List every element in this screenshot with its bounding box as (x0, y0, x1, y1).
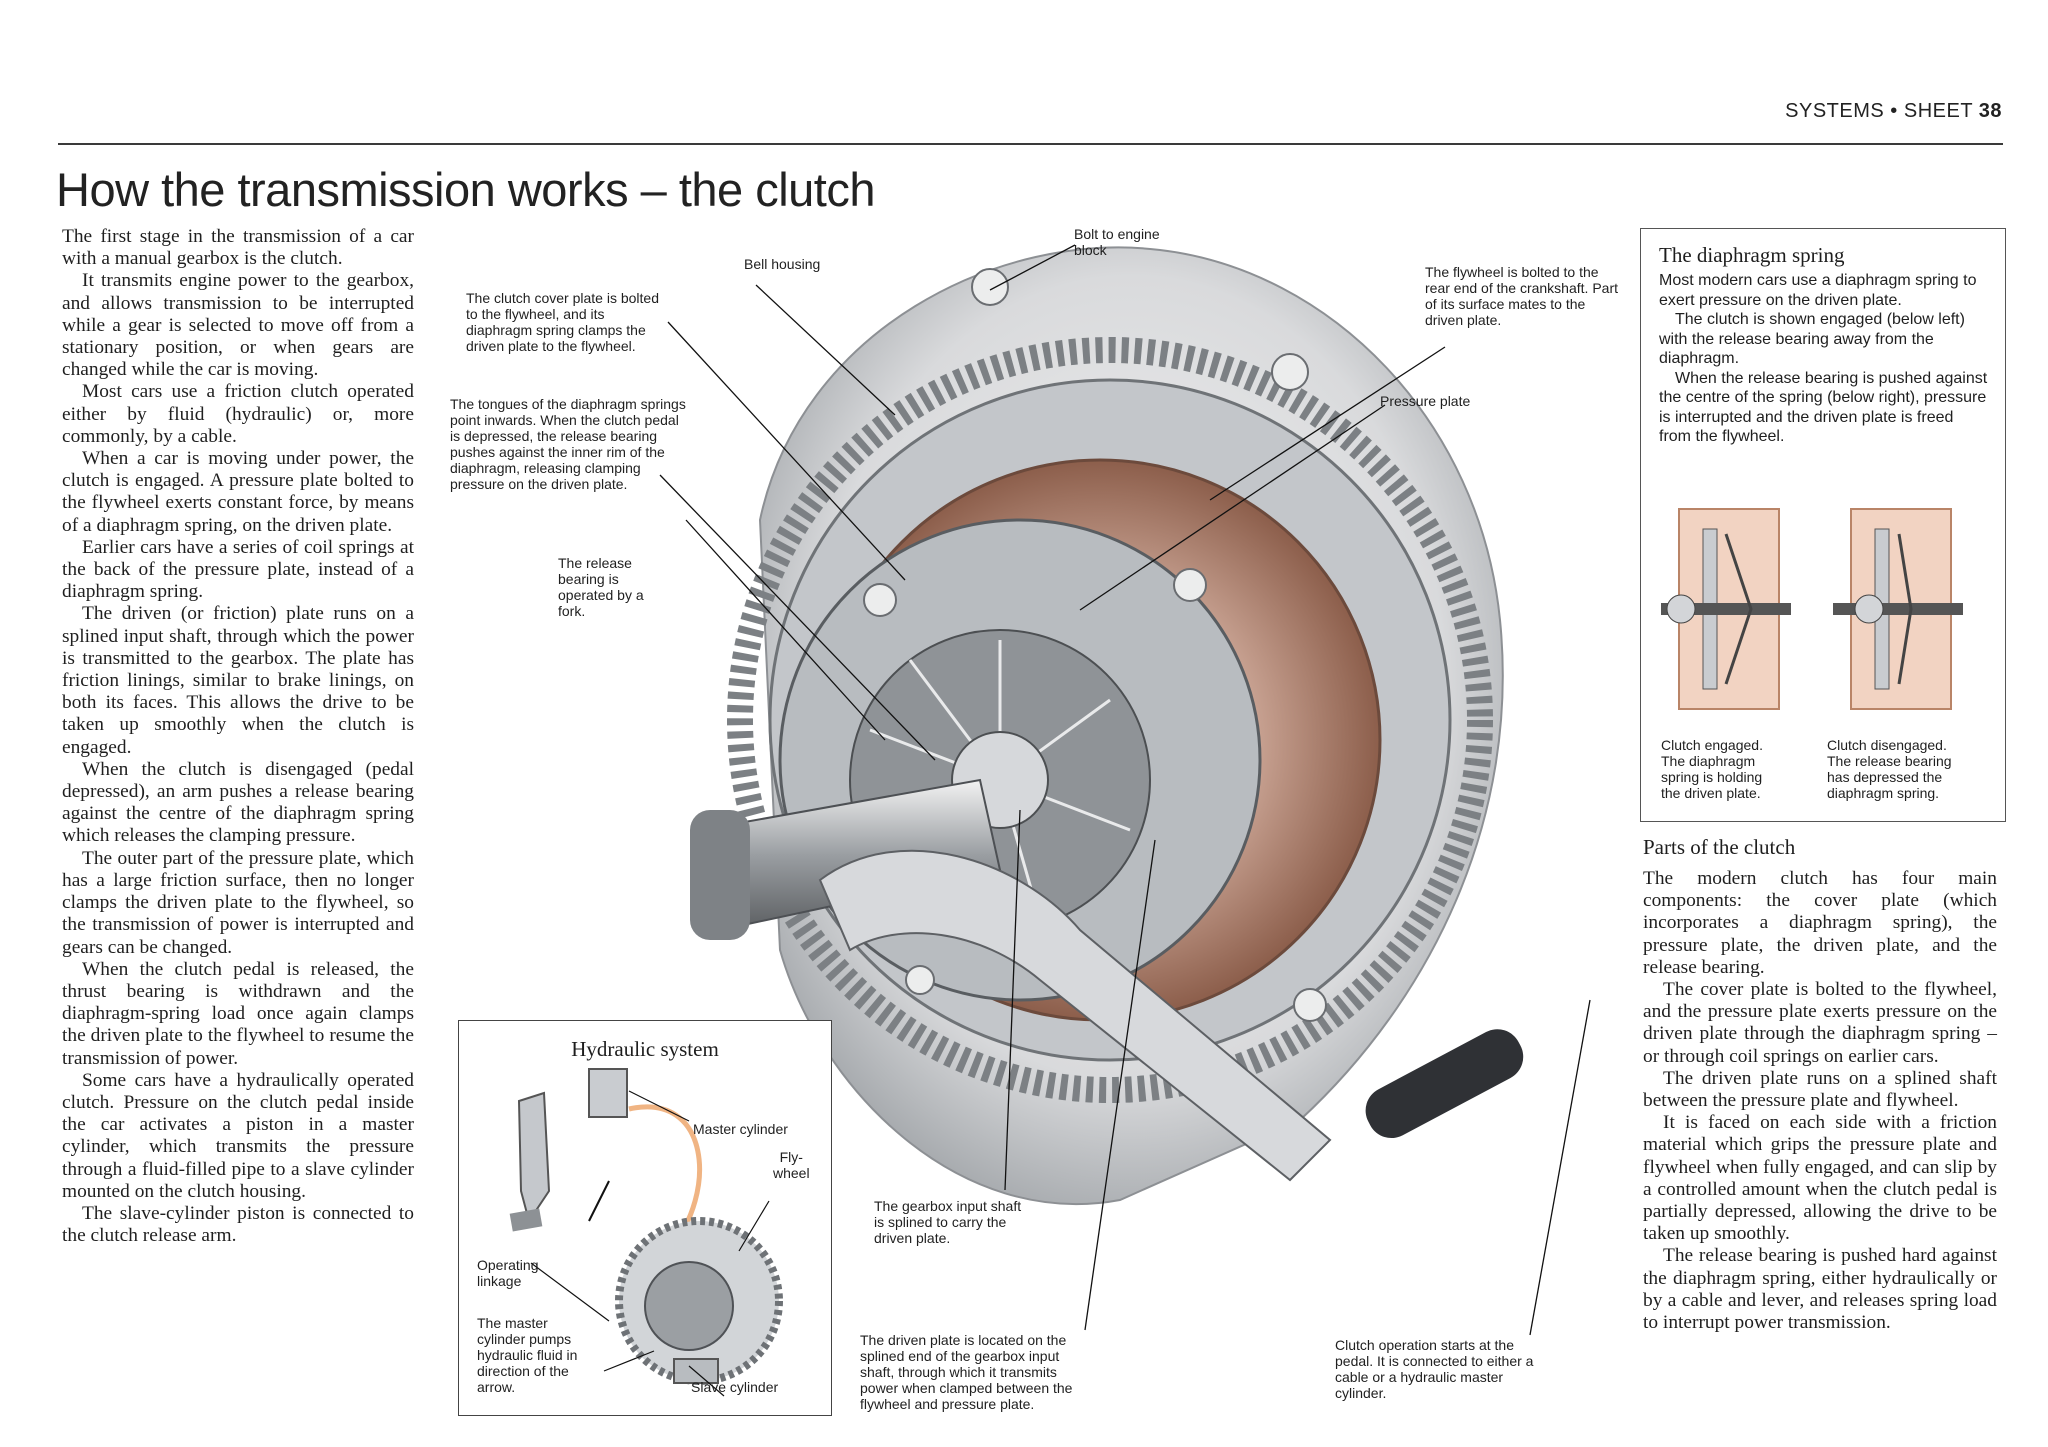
callout-bolt: Bolt to engine block (1074, 226, 1160, 258)
engaged-caption: Clutch engaged. The diaphragm spring is … (1661, 737, 1763, 801)
slave-cylinder-label: Slave cylinder (691, 1379, 779, 1395)
callout-tongues: The tongues of the diaphragm springs poi… (450, 396, 686, 492)
sheet-label: SHEET (1903, 100, 1973, 122)
callout-cover-plate: The clutch cover plate is bolted to the … (466, 290, 659, 354)
hydraulic-system-inset: Hydraulic system Master cylinder Fly- wh… (458, 1020, 832, 1416)
parts-paragraph: The cover plate is bolted to the flywhee… (1643, 979, 1997, 1067)
parts-title: Parts of the clutch (1643, 835, 1796, 859)
housing-bolt (971, 268, 1009, 306)
intro-paragraph: It transmits engine power to the gearbox… (62, 270, 414, 381)
flywheel-ring-gear (727, 337, 1493, 1103)
parts-paragraph: It is faced on each side with a friction… (1643, 1112, 1997, 1245)
engaged-diagram (1661, 508, 1791, 710)
parts-column: The modern clutch has four main componen… (1643, 868, 1997, 1334)
hydraulic-master-cylinder-label: Master cylinder (693, 1121, 788, 1137)
intro-paragraph: The driven (or friction) plate runs on a… (62, 603, 414, 758)
master-pumps-label: The master cylinder pumps hydraulic flui… (477, 1315, 578, 1395)
intro-paragraph: Earlier cars have a series of coil sprin… (62, 536, 414, 603)
diaphragm-spring-box: The diaphragm spring Most modern cars us… (1640, 228, 2006, 822)
diaphragm-paragraph: Most modern cars use a diaphragm spring … (1659, 272, 1977, 309)
intro-paragraph: The slave-cylinder piston is connected t… (62, 1202, 414, 1247)
intro-paragraph: When the clutch is disengaged (pedal dep… (62, 758, 414, 847)
intro-paragraph: The outer part of the pressure plate, wh… (62, 847, 414, 958)
intro-paragraph: When the clutch pedal is released, the t… (62, 958, 414, 1069)
return-spring (1365, 1029, 1524, 1139)
operating-linkage-label: Operating linkage (477, 1257, 539, 1289)
diaphragm-text: Most modern cars use a diaphragm spring … (1659, 271, 1989, 447)
header-rule (58, 143, 2003, 145)
diaphragm-paragraph: The clutch is shown engaged (below left)… (1659, 311, 1965, 367)
hydraulic-diagram (509, 1068, 783, 1397)
intro-paragraph: The first stage in the transmission of a… (62, 226, 414, 270)
separator: • (1890, 100, 1898, 122)
callout-gearbox-shaft: The gearbox input shaft is splined to ca… (874, 1198, 1022, 1246)
disengaged-caption: Clutch disengaged. The release bearing h… (1827, 737, 1952, 801)
callout-release-bearing: The release bearing is operated by a for… (558, 555, 644, 619)
housing-bolt (1271, 353, 1309, 391)
intro-column: The first stage in the transmission of a… (62, 226, 414, 1247)
intro-paragraph: Some cars have a hydraulically operated … (62, 1069, 414, 1202)
diaphragm-paragraph: When the release bearing is pushed again… (1659, 369, 1988, 446)
section-label: SYSTEMS • SHEET 38 (1785, 100, 2002, 123)
diaphragm-title: The diaphragm spring (1659, 243, 1845, 267)
parts-paragraph: The modern clutch has four main componen… (1643, 868, 1997, 978)
callout-clutch-operation: Clutch operation starts at the pedal. It… (1335, 1337, 1534, 1401)
sheet-number: 38 (1978, 100, 2002, 122)
section-name: SYSTEMS (1785, 100, 1885, 122)
page-title: How the transmission works – the clutch (56, 163, 876, 216)
parts-paragraph: The driven plate runs on a splined shaft… (1643, 1067, 1997, 1112)
release-fork (818, 849, 1332, 1182)
callout-driven-plate: The driven plate is located on the splin… (860, 1332, 1073, 1412)
master-cylinder (588, 1068, 628, 1118)
hydraulic-flywheel-label: Fly- wheel (773, 1149, 810, 1181)
callout-flywheel: The flywheel is bolted to the rear end o… (1425, 264, 1618, 328)
clutch-pedal (517, 1091, 551, 1224)
diaphragm-diagrams (1661, 508, 1963, 710)
intro-paragraph: Most cars use a friction clutch operated… (62, 381, 414, 447)
intro-paragraph: When a car is moving under power, the cl… (62, 448, 414, 536)
callout-bell-housing: Bell housing (744, 256, 821, 272)
callout-pressure-plate: Pressure plate (1380, 393, 1471, 409)
disengaged-diagram (1833, 508, 1963, 710)
hydraulic-title: Hydraulic system (571, 1037, 719, 1061)
slave-cylinder (673, 1358, 719, 1384)
parts-paragraph: The release bearing is pushed hard again… (1643, 1245, 1997, 1334)
